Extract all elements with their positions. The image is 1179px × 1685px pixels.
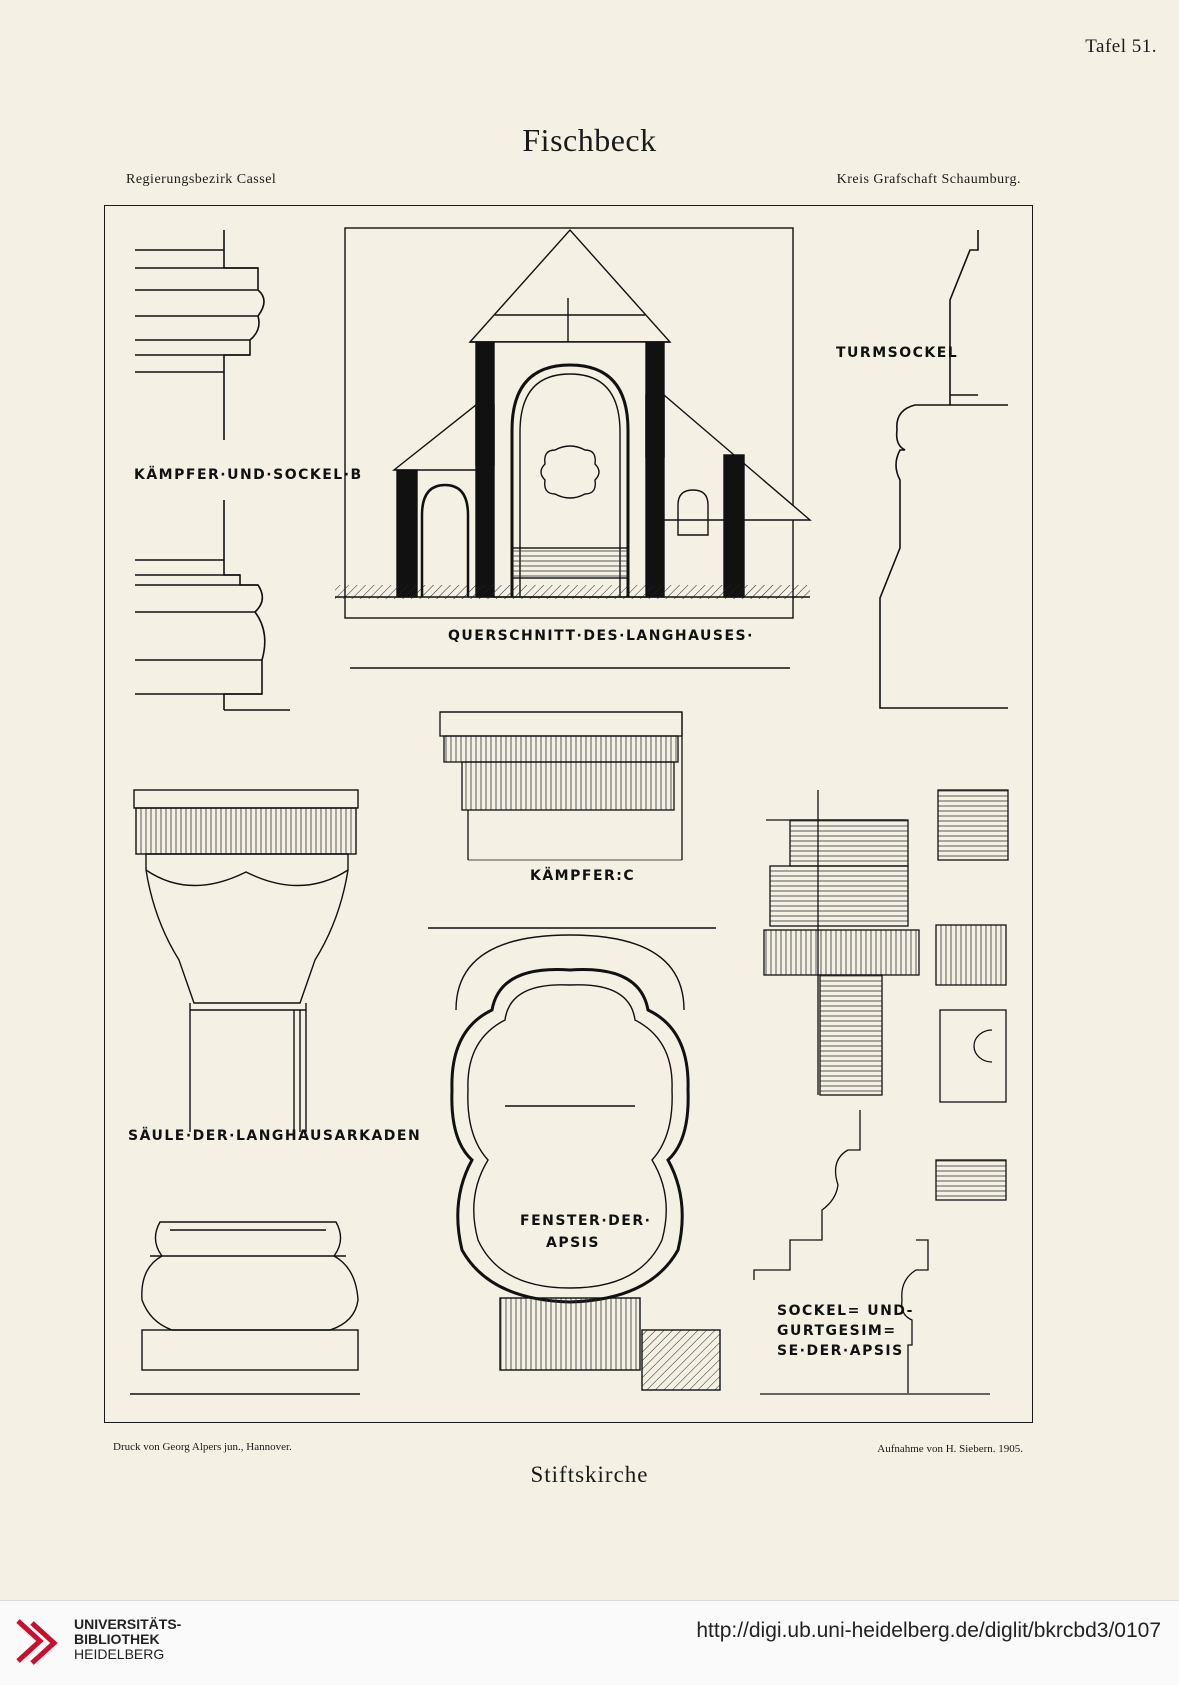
region-left: Regierungsbezirk Cassel [126, 172, 277, 187]
library-name: UNIVERSITÄTS- BIBLIOTHEK HEIDELBERG [74, 1617, 181, 1662]
university-library-logo-icon [16, 1619, 58, 1665]
label-sockel-2: GURTGESIM= [777, 1323, 897, 1339]
cross-section-drawing [335, 227, 812, 669]
sockel-apsis-drawing [753, 789, 1009, 1395]
label-kaempfer-b: KÄMPFER·UND·SOCKEL·B [134, 466, 363, 483]
plate-number: Tafel 51. [1085, 36, 1157, 57]
turmsockel-drawing [879, 230, 1008, 709]
label-sockel-1: SOCKEL= UND- [777, 1303, 914, 1319]
page-title: Fischbeck [522, 122, 657, 158]
permalink-url[interactable]: http://digi.ub.uni-heidelberg.de/diglit/… [696, 1619, 1161, 1642]
label-querschnitt: QUERSCHNITT·DES·LANGHAUSES· [448, 628, 754, 644]
library-name-line2: BIBLIOTHEK [74, 1631, 160, 1647]
printer-credit: Druck von Georg Alpers jun., Hannover. [113, 1441, 292, 1453]
library-footer: UNIVERSITÄTS- BIBLIOTHEK HEIDELBERG http… [0, 1600, 1179, 1685]
library-name-line3: HEIDELBERG [74, 1646, 165, 1662]
label-saeule: SÄULE·DER·LANGHAUSARKADEN [128, 1127, 421, 1144]
label-kaempfer-c: KÄMPFER:C [530, 867, 635, 884]
region-right: Kreis Grafschaft Schaumburg. [836, 172, 1021, 187]
label-sockel-3: SE·DER·APSIS [777, 1343, 904, 1359]
saeule-drawing [130, 789, 360, 1395]
drawing-frame [104, 205, 1033, 1423]
plate-page: Tafel 51. Fischbeck Regierungsbezirk Cas… [104, 36, 1157, 1487]
label-turmsockel: TURMSOCKEL [836, 345, 958, 361]
library-name-line1: UNIVERSITÄTS- [74, 1616, 182, 1632]
kaempfer-sockel-b-drawing [135, 230, 290, 711]
label-fenster-1: FENSTER·DER· [520, 1213, 651, 1229]
survey-credit: Aufnahme von H. Siebern. 1905. [877, 1443, 1023, 1455]
kaempfer-c-drawing [439, 711, 683, 861]
architectural-drawings: KÄMPFER·UND·SOCKEL·B [128, 227, 1009, 1395]
label-fenster-2: APSIS [546, 1235, 600, 1251]
page-subtitle: Stiftskirche [530, 1462, 649, 1487]
fenster-drawing [428, 927, 721, 1391]
